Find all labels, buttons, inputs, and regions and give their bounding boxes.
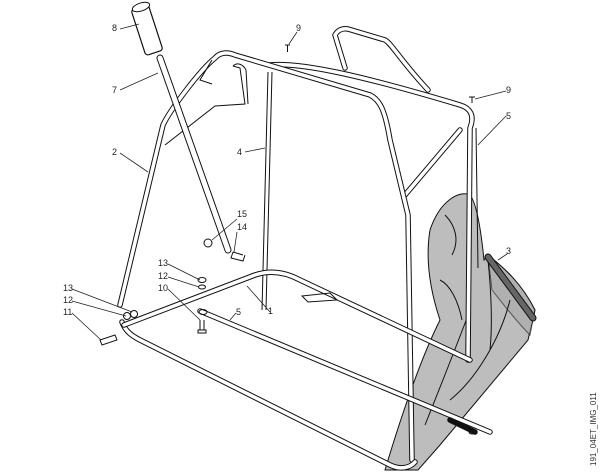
callout-12-left: 12 xyxy=(63,295,73,305)
front-frame xyxy=(117,50,415,463)
callout-9-right: 9 xyxy=(506,85,511,95)
callout-15: 15 xyxy=(237,209,247,219)
callout-11: 11 xyxy=(63,307,72,317)
callout-12-center: 12 xyxy=(158,271,168,281)
callout-13-center: 13 xyxy=(158,258,168,268)
callout-13-left: 13 xyxy=(63,283,73,293)
callout-9-top: 9 xyxy=(296,23,301,33)
callout-5-bottom: 5 xyxy=(236,307,241,317)
image-code: 191_04ET_IMG_011 xyxy=(589,392,598,466)
callout-1: 1 xyxy=(268,306,273,316)
bottom-frame xyxy=(119,269,473,471)
callout-4: 4 xyxy=(237,147,242,157)
callout-5-right: 5 xyxy=(506,111,511,121)
nut-15 xyxy=(203,238,213,248)
callout-8: 8 xyxy=(112,23,117,33)
fasteners xyxy=(99,44,475,346)
callout-labels: 8 7 2 4 9 9 5 3 15 14 13 12 10 13 12 11 … xyxy=(63,23,511,317)
side-rail-right xyxy=(475,127,479,269)
callout-2: 2 xyxy=(112,147,117,157)
side-rail-bottom xyxy=(197,308,493,435)
rear-frame xyxy=(261,61,475,363)
leader-lines xyxy=(71,23,508,341)
screw-9-top xyxy=(285,44,290,52)
callout-10: 10 xyxy=(158,283,168,293)
bolt-10 xyxy=(197,320,207,334)
bolt-11 xyxy=(99,334,118,346)
callout-7: 7 xyxy=(112,85,117,95)
callout-3: 3 xyxy=(506,246,511,256)
handle-assembly xyxy=(131,1,232,254)
callout-14: 14 xyxy=(237,222,247,232)
screw-9-right xyxy=(469,96,475,103)
rear-handle-loop xyxy=(332,26,431,93)
bolt-14 xyxy=(230,251,246,262)
